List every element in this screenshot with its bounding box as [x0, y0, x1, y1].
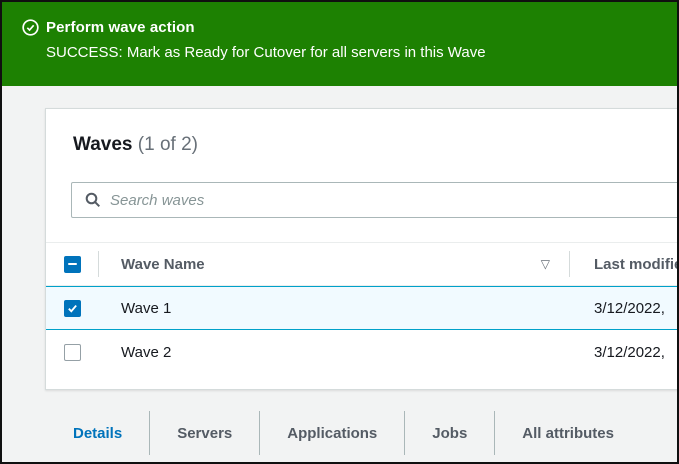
- success-check-circle-icon: [22, 19, 39, 36]
- tab-jobs[interactable]: Jobs: [405, 411, 496, 455]
- table-row-wave-1[interactable]: Wave 1 3/12/2022,: [46, 286, 677, 330]
- select-all-checkbox[interactable]: [63, 255, 81, 273]
- row-checkbox-checked[interactable]: [63, 299, 81, 317]
- search-icon: [85, 192, 101, 208]
- row-checkbox-unchecked[interactable]: [63, 343, 81, 361]
- last-modified-cell: 3/12/2022,: [594, 343, 665, 361]
- detail-tabs: Details Servers Applications Jobs All at…: [46, 410, 641, 456]
- waves-panel: Waves (1 of 2) Wave Name ▽ Last modified: [45, 108, 677, 390]
- tab-servers[interactable]: Servers: [150, 411, 261, 455]
- panel-counter: (1 of 2): [137, 134, 198, 155]
- column-header-wave-name[interactable]: Wave Name ▽: [98, 243, 569, 285]
- panel-title: Waves: [73, 134, 133, 155]
- column-header-last-modified[interactable]: Last modified: [569, 243, 677, 285]
- checkmark-icon: [67, 304, 77, 313]
- wave-name-cell: Wave 1: [121, 299, 172, 317]
- tab-applications[interactable]: Applications: [260, 411, 406, 455]
- search-input[interactable]: [110, 183, 677, 217]
- search-box: [71, 182, 677, 218]
- success-banner: Perform wave action SUCCESS: Mark as Rea…: [2, 2, 677, 86]
- banner-title: Perform wave action: [46, 19, 195, 36]
- banner-message: SUCCESS: Mark as Ready for Cutover for a…: [46, 44, 486, 61]
- tab-details[interactable]: Details: [46, 411, 151, 455]
- indeterminate-minus-icon: [67, 263, 77, 265]
- table-header-row: Wave Name ▽ Last modified: [46, 242, 677, 286]
- last-modified-cell: 3/12/2022,: [594, 299, 665, 317]
- sort-descending-icon[interactable]: ▽: [540, 257, 550, 271]
- wave-name-cell: Wave 2: [121, 343, 172, 361]
- panel-header: Waves (1 of 2): [46, 109, 677, 156]
- tab-all-attributes[interactable]: All attributes: [522, 424, 614, 442]
- table-row-wave-2[interactable]: Wave 2 3/12/2022,: [46, 330, 677, 374]
